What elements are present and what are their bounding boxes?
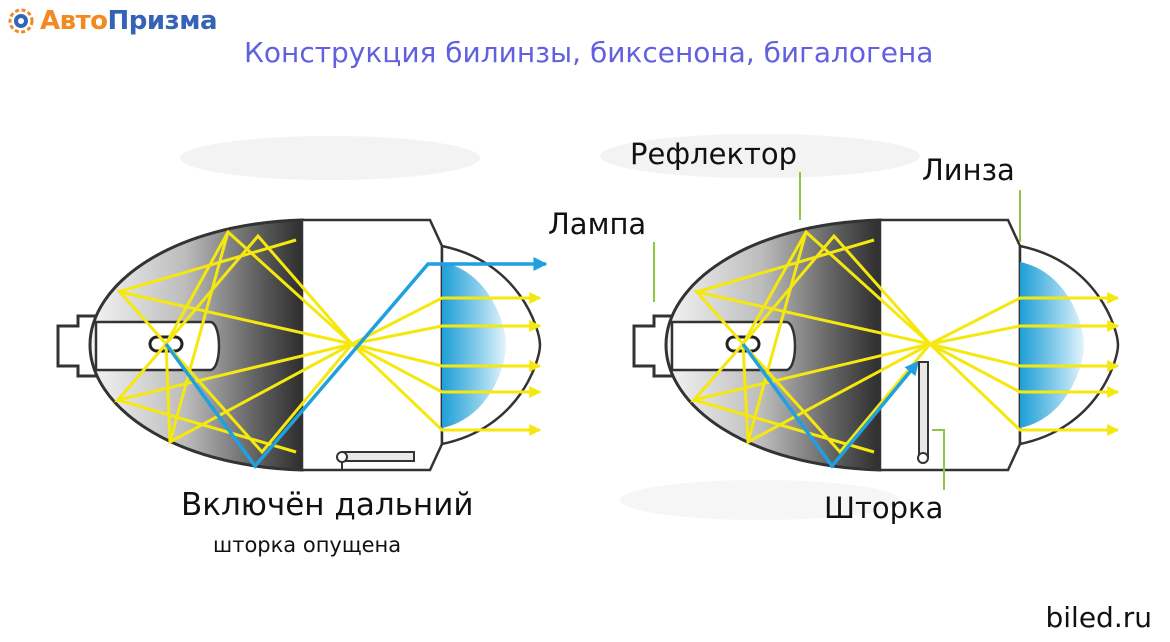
shutter-raised — [917, 361, 929, 464]
page-title: Конструкция билинзы, биксенона, бигалоге… — [244, 36, 934, 69]
light-rays — [689, 229, 1120, 455]
label-lamp: Лампа — [548, 207, 646, 241]
housing — [300, 218, 444, 472]
logo-text-avto: Авто — [40, 6, 108, 36]
label-shutter: Шторка — [824, 491, 943, 525]
shutter-lowered — [336, 451, 415, 470]
label-reflector: Рефлектор — [630, 137, 797, 171]
logo-text-prizma: Призма — [107, 6, 218, 36]
logo: АвтоПризма — [8, 6, 218, 36]
right-headlight — [600, 134, 1120, 520]
shutter-leader — [932, 429, 945, 490]
lamp-base — [56, 314, 102, 378]
blue-ray — [164, 257, 548, 469]
left-headlight — [56, 136, 548, 472]
site-watermark: biled.ru — [1045, 601, 1153, 634]
light-rays — [113, 229, 542, 455]
lamp-base — [632, 314, 678, 378]
lens — [1020, 262, 1084, 428]
blue-ray — [741, 342, 920, 469]
lens — [442, 262, 506, 428]
caption-sub: шторка опущена — [213, 533, 401, 557]
caption-main: Включён дальний — [181, 487, 474, 523]
label-lens: Линза — [922, 153, 1015, 187]
gear-camera-icon — [8, 8, 34, 34]
housing — [878, 218, 1022, 472]
